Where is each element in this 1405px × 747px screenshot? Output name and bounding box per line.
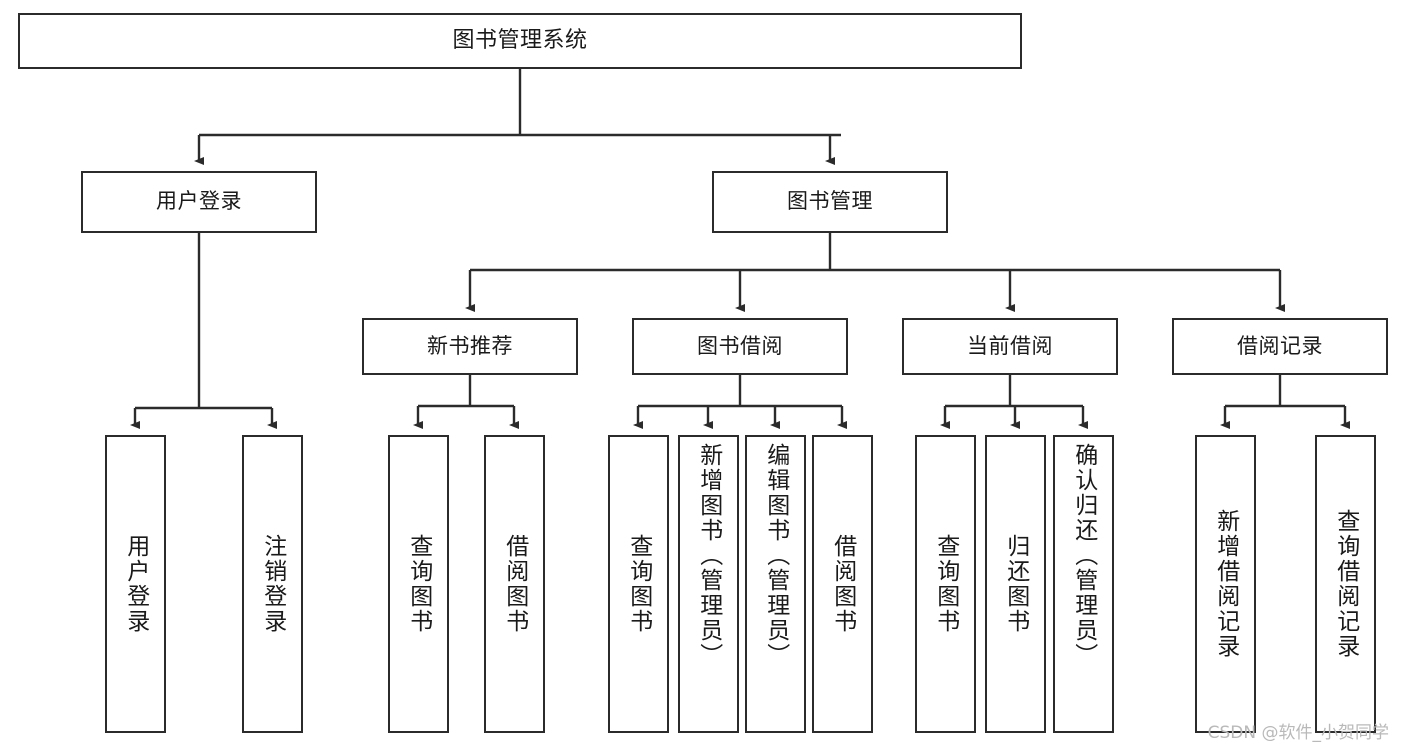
node-label: 借阅图书 xyxy=(829,534,856,634)
node-leaf-add-borrow-record[interactable]: 新增借阅记录 xyxy=(1195,435,1256,733)
node-current-borrowing[interactable]: 当前借阅 xyxy=(902,318,1118,375)
node-new-book-recommendation[interactable]: 新书推荐 xyxy=(362,318,578,375)
node-leaf-user-logout[interactable]: 注销登录 xyxy=(242,435,303,733)
node-leaf-borrow-book-newbook[interactable]: 借阅图书 xyxy=(484,435,545,733)
node-label: 当前借阅 xyxy=(967,333,1053,358)
node-label: 注销登录 xyxy=(259,534,286,634)
node-label: 用户登录 xyxy=(122,534,149,634)
node-label: 用户登录 xyxy=(156,189,242,214)
node-leaf-confirm-return-admin[interactable]: 确认归还（管理员） xyxy=(1053,435,1114,733)
node-leaf-add-book-admin[interactable]: 新增图书（管理员） xyxy=(678,435,739,733)
node-label: 图书管理 xyxy=(787,189,873,214)
node-user-login[interactable]: 用户登录 xyxy=(81,171,317,233)
node-label: 查询借阅记录 xyxy=(1332,509,1359,659)
node-label: 借阅图书 xyxy=(501,534,528,634)
node-book-borrowing[interactable]: 图书借阅 xyxy=(632,318,848,375)
node-label: 编辑图书（管理员） xyxy=(762,443,789,668)
node-leaf-search-book-current[interactable]: 查询图书 xyxy=(915,435,976,733)
node-leaf-search-borrow-record[interactable]: 查询借阅记录 xyxy=(1315,435,1376,733)
node-label: 新增借阅记录 xyxy=(1212,509,1239,659)
node-label: 图书管理系统 xyxy=(452,27,588,53)
node-label: 归还图书 xyxy=(1002,534,1029,634)
node-borrow-records[interactable]: 借阅记录 xyxy=(1172,318,1388,375)
node-leaf-borrow-book-borrowing[interactable]: 借阅图书 xyxy=(812,435,873,733)
node-label: 确认归还（管理员） xyxy=(1070,443,1097,668)
node-label: 新增图书（管理员） xyxy=(695,443,722,668)
node-label: 查询图书 xyxy=(625,534,652,634)
node-label: 查询图书 xyxy=(932,534,959,634)
node-leaf-search-book-newbook[interactable]: 查询图书 xyxy=(388,435,449,733)
node-leaf-edit-book-admin[interactable]: 编辑图书（管理员） xyxy=(745,435,806,733)
node-root-system[interactable]: 图书管理系统 xyxy=(18,13,1022,69)
node-label: 图书借阅 xyxy=(697,333,783,358)
node-label: 查询图书 xyxy=(405,534,432,634)
node-leaf-user-login[interactable]: 用户登录 xyxy=(105,435,166,733)
node-leaf-return-book[interactable]: 归还图书 xyxy=(985,435,1046,733)
node-leaf-search-book-borrowing[interactable]: 查询图书 xyxy=(608,435,669,733)
node-label: 新书推荐 xyxy=(427,333,513,358)
node-book-management[interactable]: 图书管理 xyxy=(712,171,948,233)
watermark-text: CSDN @软件_小贺同学 xyxy=(1207,723,1389,743)
node-label: 借阅记录 xyxy=(1237,333,1323,358)
